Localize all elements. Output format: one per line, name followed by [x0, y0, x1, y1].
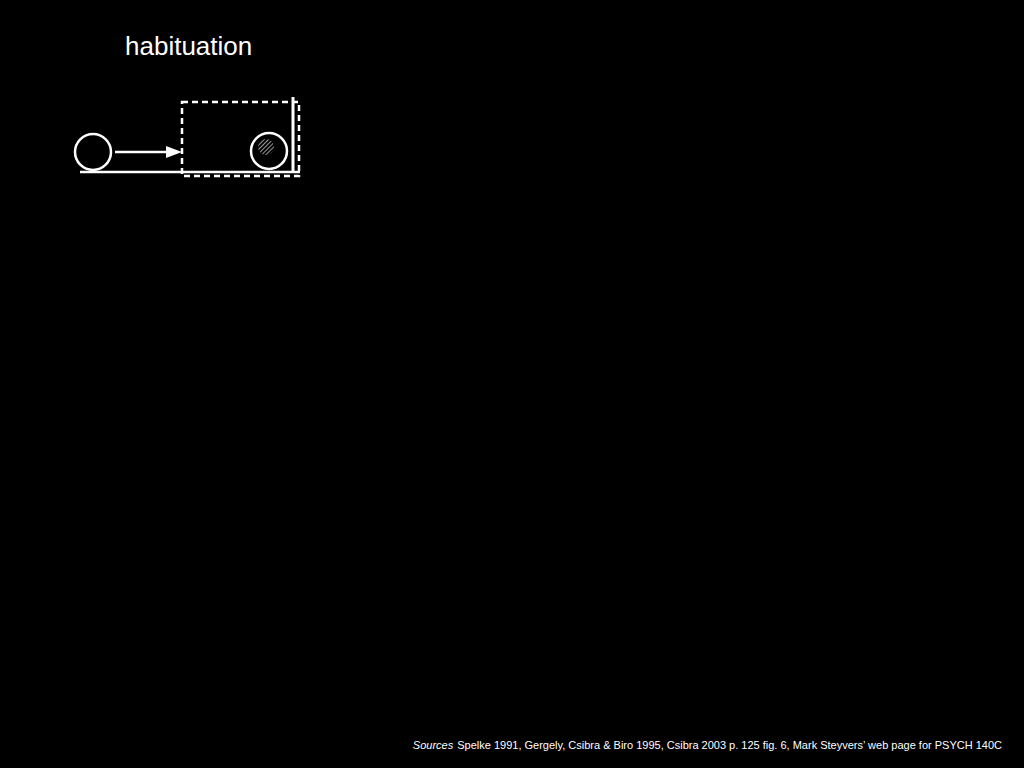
source-citation: Spelke 1991, Gergely, Csibra & Biro 1995…	[457, 739, 1002, 751]
ball-hatching	[258, 139, 274, 155]
ground-line	[80, 171, 300, 174]
motion-arrowhead	[166, 146, 182, 158]
source-heading: Sources	[413, 739, 453, 751]
motion-arrow-shaft	[115, 151, 168, 154]
moving-ball	[75, 134, 111, 170]
source-line: Sources Spelke 1991, Gergely, Csibra & Bi…	[413, 738, 1002, 752]
slide-title: habituation	[125, 30, 252, 62]
dashed-screen	[182, 102, 299, 176]
wall	[292, 97, 295, 172]
stopped-ball	[251, 133, 287, 169]
